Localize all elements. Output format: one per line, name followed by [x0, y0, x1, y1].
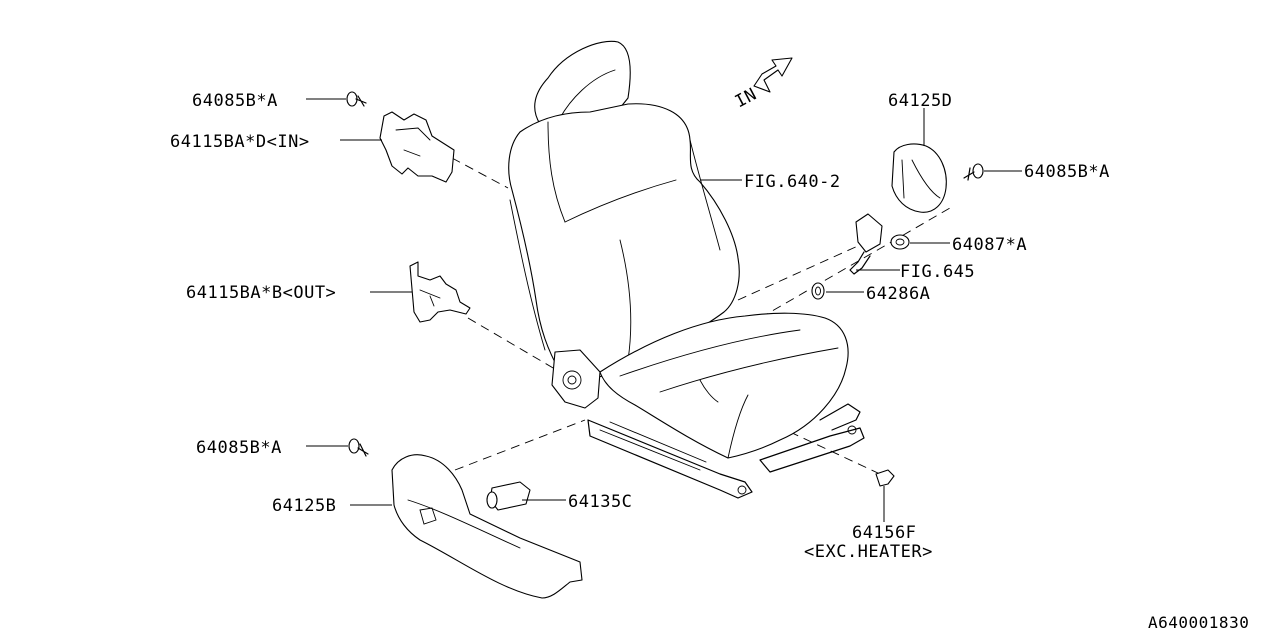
direction-label: IN	[732, 84, 760, 112]
headrest	[534, 40, 631, 125]
side-cover-outer	[391, 454, 583, 599]
seat-cushion	[599, 312, 849, 459]
label-washer: 64286A	[866, 284, 930, 304]
label-cover-outer: 64115BA*B<OUT>	[186, 283, 336, 303]
label-clip-note: <EXC.HEATER>	[804, 542, 933, 562]
label-knob: 64135C	[568, 492, 632, 512]
label-fig-seat: FIG.640-2	[744, 172, 841, 192]
screw-top-left-icon	[346, 91, 367, 107]
washer-icon	[811, 282, 825, 300]
assembly-lines	[451, 157, 951, 475]
label-clip: 64156F	[852, 523, 916, 543]
seat-back	[508, 103, 740, 383]
clip-icon	[875, 469, 895, 487]
label-screw-right: 64085B*A	[1024, 162, 1110, 182]
side-cover-inner	[891, 143, 947, 213]
label-screw-bottom-left: 64085B*A	[196, 438, 282, 458]
label-nut: 64087*A	[952, 235, 1027, 255]
label-screw-top-left: 64085B*A	[192, 91, 278, 111]
screw-bottom-left-icon	[348, 438, 369, 457]
label-side-cover-outer: 64125B	[272, 496, 336, 516]
label-side-cover-inner: 64125D	[888, 91, 952, 111]
label-fig-belt: FIG.645	[900, 262, 975, 282]
seat-rail-front	[587, 419, 753, 499]
figure-reference: A640001830	[1148, 613, 1249, 632]
label-cover-inner: 64115BA*D<IN>	[170, 132, 310, 152]
seat-rail-rear	[759, 427, 865, 473]
nut-icon	[890, 234, 910, 250]
seat-assembly	[508, 40, 865, 499]
screw-right-icon	[963, 163, 984, 181]
direction-arrow-icon: IN	[732, 57, 793, 112]
seat-belt-buckle-icon	[849, 213, 883, 275]
outer-cover-bracket	[409, 261, 471, 323]
seat-knob-icon	[486, 481, 531, 511]
leader-lines	[306, 98, 1022, 522]
inner-cover-bracket	[379, 111, 455, 183]
